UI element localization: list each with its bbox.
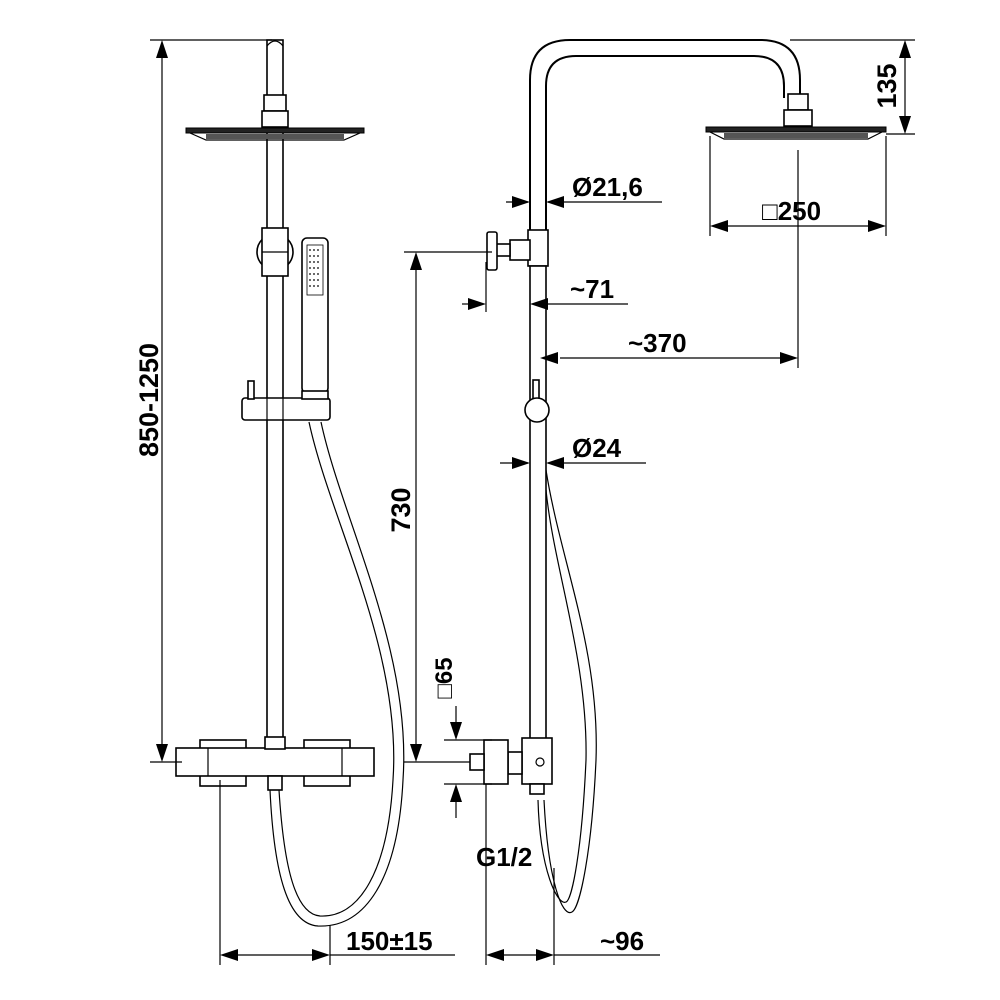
dim-valve-square-label: □65 <box>431 657 458 698</box>
dim-pipe-lower-diameter-label: Ø24 <box>572 433 622 463</box>
dim-spout-height-label: 730 <box>386 487 416 532</box>
dimension-labels: 850-1250 730 □65 150±15 135 Ø21,6 □250 ~… <box>134 63 902 956</box>
side-shower-arm <box>529 39 813 232</box>
side-diverter <box>486 229 549 271</box>
side-view <box>404 39 915 965</box>
front-shower-hose <box>269 421 405 927</box>
side-riser-pipe <box>524 265 550 741</box>
front-hand-shower-holder <box>241 380 331 421</box>
dim-head-square-label: □250 <box>762 196 821 226</box>
dim-head-drop-label: 135 <box>872 63 902 108</box>
dim-outlet-spacing-label: 150±15 <box>346 926 433 956</box>
front-thermostatic-mixer <box>175 736 375 791</box>
side-mixer-body <box>469 737 553 795</box>
front-slider-connector <box>256 227 294 277</box>
front-riser-pipe <box>261 39 289 746</box>
front-hand-shower <box>301 237 329 394</box>
front-rain-shower-head <box>185 127 365 141</box>
dim-total-height-label: 850-1250 <box>134 343 164 457</box>
front-dimension-lines <box>150 39 455 965</box>
dim-pipe-upper-diameter-label: Ø21,6 <box>572 172 643 202</box>
dim-wall-depth-label: ~96 <box>600 926 644 956</box>
dim-diverter-depth-label: ~71 <box>570 274 614 304</box>
dim-arm-reach-label: ~370 <box>628 328 687 358</box>
dim-inlet-thread-label: G1/2 <box>476 842 532 872</box>
front-view <box>150 39 455 965</box>
side-dimension-lines <box>404 39 915 965</box>
side-rain-shower-head <box>705 126 887 140</box>
